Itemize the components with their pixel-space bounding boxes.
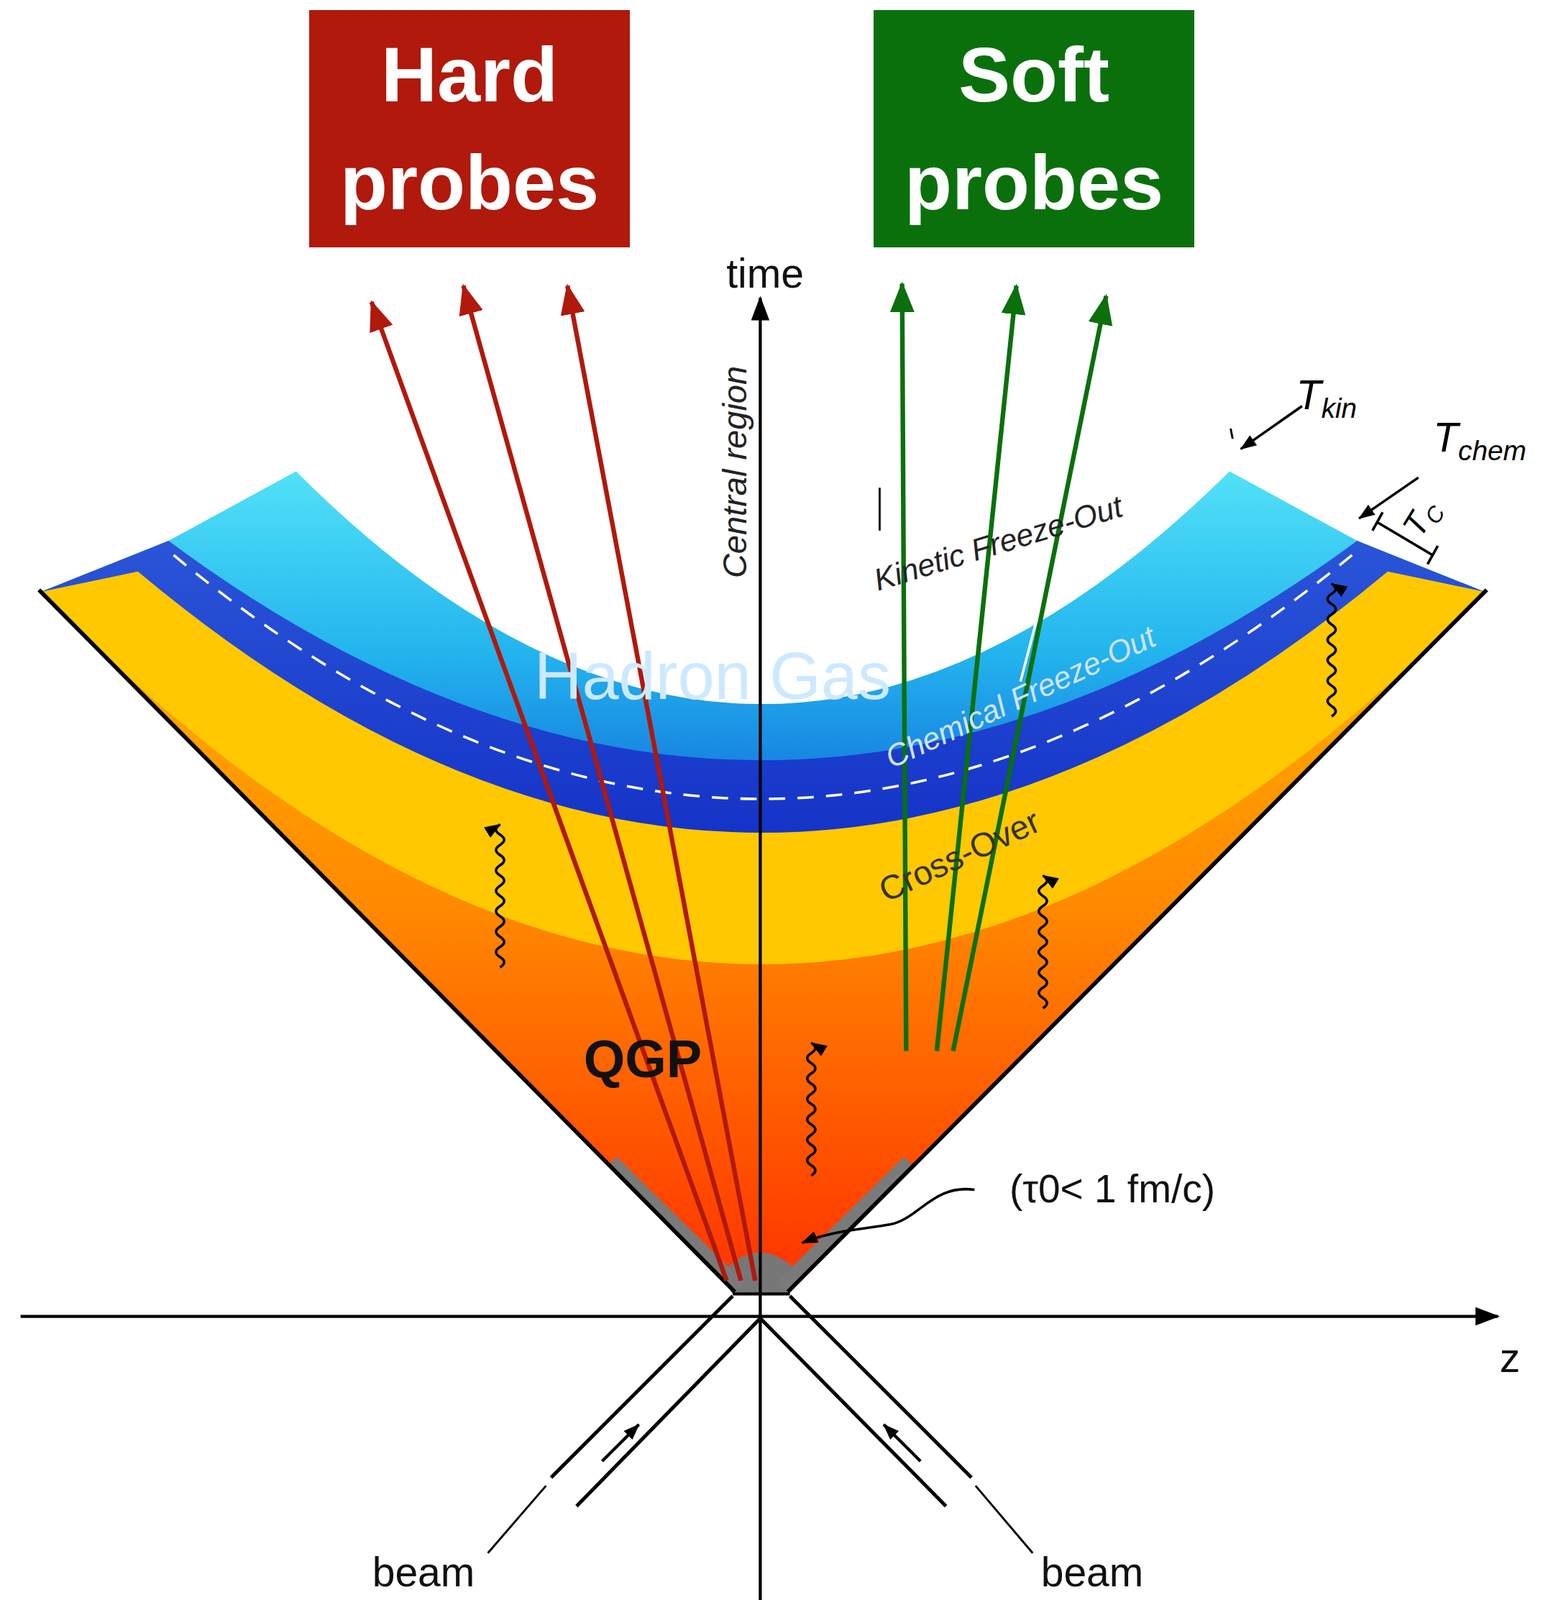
- beam-label-text: beam: [1041, 1548, 1144, 1595]
- crossover-band: [40, 571, 1485, 1291]
- subscript: chem: [1458, 435, 1527, 466]
- axis-label: time: [726, 249, 804, 297]
- hard-probe-arrow: [371, 301, 727, 1281]
- freeze-out-label: Kinetic Freeze-Out: [869, 488, 1126, 598]
- time-annotation-text: (τ0< 1 fm/c): [1009, 1166, 1216, 1211]
- qgp-region: [40, 591, 1485, 1291]
- time-annotation: (τ0< 1 fm/c): [1009, 1165, 1216, 1212]
- probe-box: Soft probes: [873, 10, 1195, 248]
- probe-box: Hard probes: [309, 10, 630, 248]
- probe-box-body: Hard probes: [319, 20, 620, 237]
- phase-label: Hadron Gas: [534, 638, 891, 714]
- photon-arrow: [496, 824, 505, 968]
- axis-label: z: [1499, 1333, 1521, 1382]
- tau-leader: [802, 1189, 975, 1244]
- probe-title: Soft probes: [883, 20, 1185, 237]
- t-c-bracket: [1427, 545, 1438, 565]
- temperature-label: Tkin: [1296, 371, 1357, 425]
- freeze-out-label-text: Kinetic Freeze-Out: [869, 488, 1126, 597]
- tick-mark: [878, 487, 881, 531]
- photon-arrow: [807, 1042, 816, 1175]
- photon-arrow: [1327, 583, 1336, 717]
- kinetic-band: [40, 471, 1485, 1291]
- beam-line: [550, 1295, 733, 1478]
- photon-arrow: [1038, 875, 1047, 1009]
- tick-mark: [1230, 428, 1234, 439]
- freeze-out-line: [173, 555, 1352, 799]
- beam-leader: [975, 1485, 1033, 1554]
- axis-label-text: time: [726, 250, 804, 297]
- region-label: Central region: [715, 365, 755, 578]
- temperature-label-text: T: [1296, 371, 1322, 418]
- time-axis: [758, 297, 762, 1600]
- hard-probe-arrow: [567, 285, 755, 1281]
- chemical-band: [40, 540, 1485, 1291]
- soft-probe-arrow: [902, 283, 907, 1051]
- phase-label-text: Hadron Gas: [534, 639, 891, 713]
- beam-label-text: beam: [372, 1548, 476, 1595]
- beam-arrow: [601, 1424, 639, 1462]
- photon-group: [496, 583, 1336, 1176]
- phase-label-text: QGP: [583, 1028, 702, 1089]
- beam-leader: [488, 1485, 547, 1554]
- subscript: kin: [1321, 392, 1358, 424]
- beam-line: [759, 1317, 946, 1506]
- beam-line: [576, 1317, 760, 1506]
- beam-arrow: [883, 1424, 921, 1462]
- beam-label: beam: [1041, 1548, 1144, 1596]
- probe-box-body: Soft probes: [883, 20, 1185, 237]
- t-c-bracket: [1372, 511, 1383, 531]
- phase-label: QGP: [583, 1028, 702, 1090]
- temperature-label: Tchem: [1432, 413, 1527, 467]
- axis-label-text: z: [1499, 1334, 1521, 1381]
- region-label-text: Central region: [716, 365, 755, 578]
- light-cone: [788, 589, 1487, 1292]
- temperature-label-text: T: [1432, 414, 1459, 461]
- t-kin-pointer: [1241, 406, 1303, 450]
- beam-label: beam: [372, 1548, 476, 1596]
- beam-line: [790, 1295, 973, 1478]
- hard-probe-arrow: [463, 285, 741, 1281]
- probe-title: Hard probes: [319, 20, 620, 237]
